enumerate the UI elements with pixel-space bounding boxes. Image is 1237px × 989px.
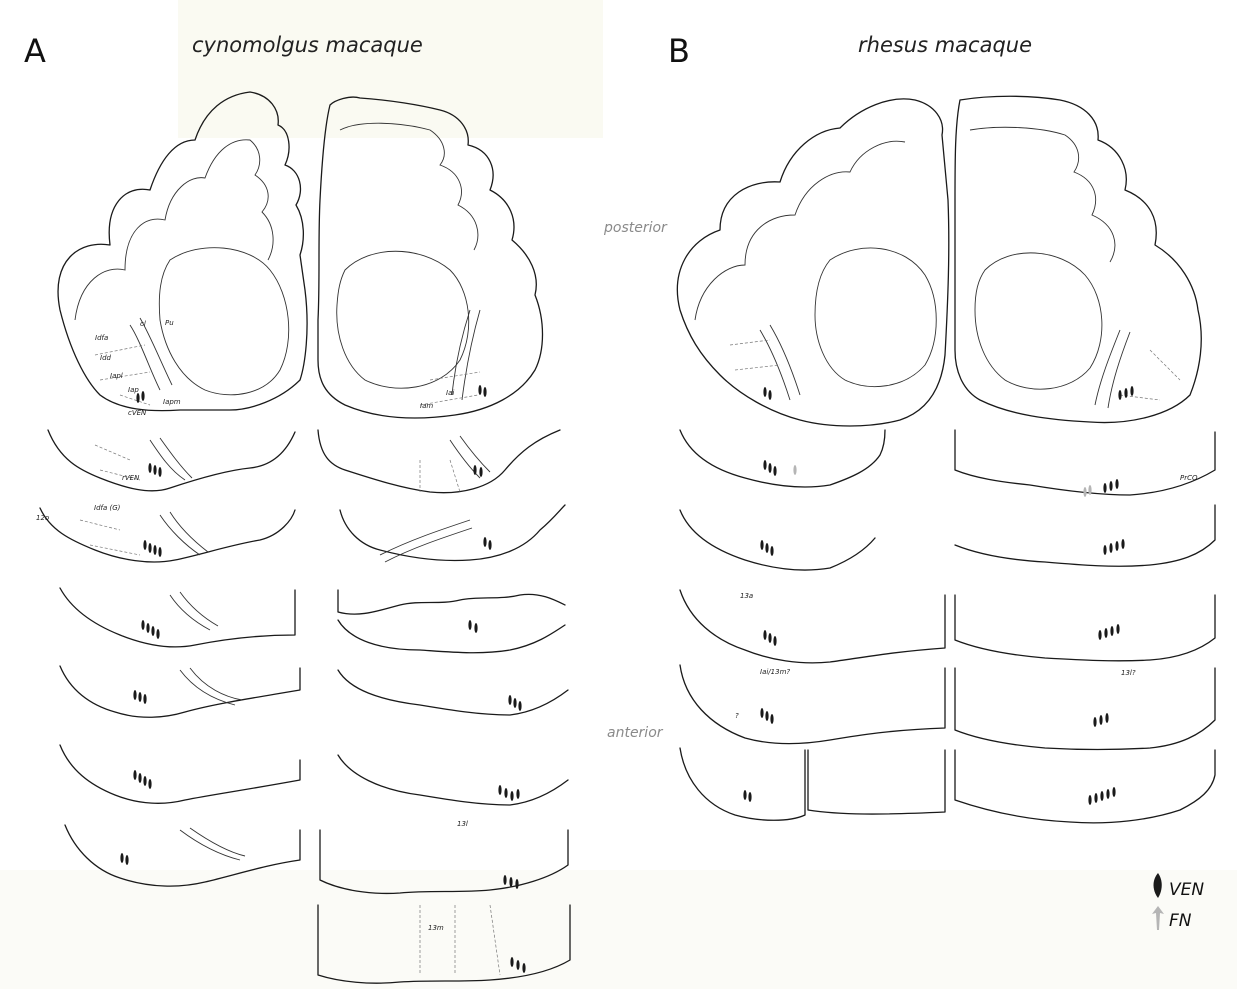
region-label-13l: 13l — [457, 820, 468, 828]
background-shading — [178, 0, 603, 138]
panel-a-right-coronal-section — [318, 97, 543, 418]
panel-a-species-title: cynomolgus macaque — [192, 33, 423, 57]
region-label-iapm: Iapm — [163, 398, 181, 406]
region-label-iam: Iam — [420, 402, 433, 410]
panel-b-left-coronal-section — [677, 99, 948, 426]
region-label-13m: 13m — [428, 924, 444, 932]
region-label-idd: Idd — [100, 354, 112, 362]
region-label-question: ? — [735, 712, 739, 720]
background-shading-bottom — [0, 870, 1237, 989]
region-label-idfa-g: Idfa (G) — [94, 504, 121, 512]
legend-fn-label: FN — [1169, 911, 1192, 931]
orientation-posterior: posterior — [603, 220, 668, 236]
region-label-cven: cVEN — [128, 409, 147, 417]
region-label-idfa: Idfa — [95, 334, 108, 342]
region-label-12o: 12o — [36, 514, 49, 522]
orientation-anterior: anterior — [607, 725, 664, 741]
region-label-13l-question: 13l? — [1121, 669, 1136, 677]
panel-b-species-title: rhesus macaque — [858, 33, 1032, 57]
region-label-13a: 13a — [740, 592, 753, 600]
panel-a-left-slices — [40, 430, 300, 886]
panel-b-letter: B — [668, 32, 690, 70]
region-label-iap: Iap — [128, 386, 139, 394]
panel-b-right-coronal-section — [955, 96, 1201, 422]
region-label-rven: rVEN — [122, 474, 140, 482]
region-label-cl: cl — [140, 320, 146, 328]
panel-a-left-coronal-section — [58, 92, 307, 411]
region-label-iapl: Iapl — [110, 372, 123, 380]
region-label-prco: PrCO — [1180, 474, 1198, 482]
panel-a-letter: A — [24, 32, 46, 70]
panel-b-slices — [680, 430, 1215, 823]
region-label-iai: Iai — [446, 389, 454, 397]
legend-ven-label: VEN — [1169, 880, 1204, 900]
region-label-pu: Pu — [165, 319, 174, 327]
region-label-iai-13m: Iai/13m? — [760, 668, 790, 676]
